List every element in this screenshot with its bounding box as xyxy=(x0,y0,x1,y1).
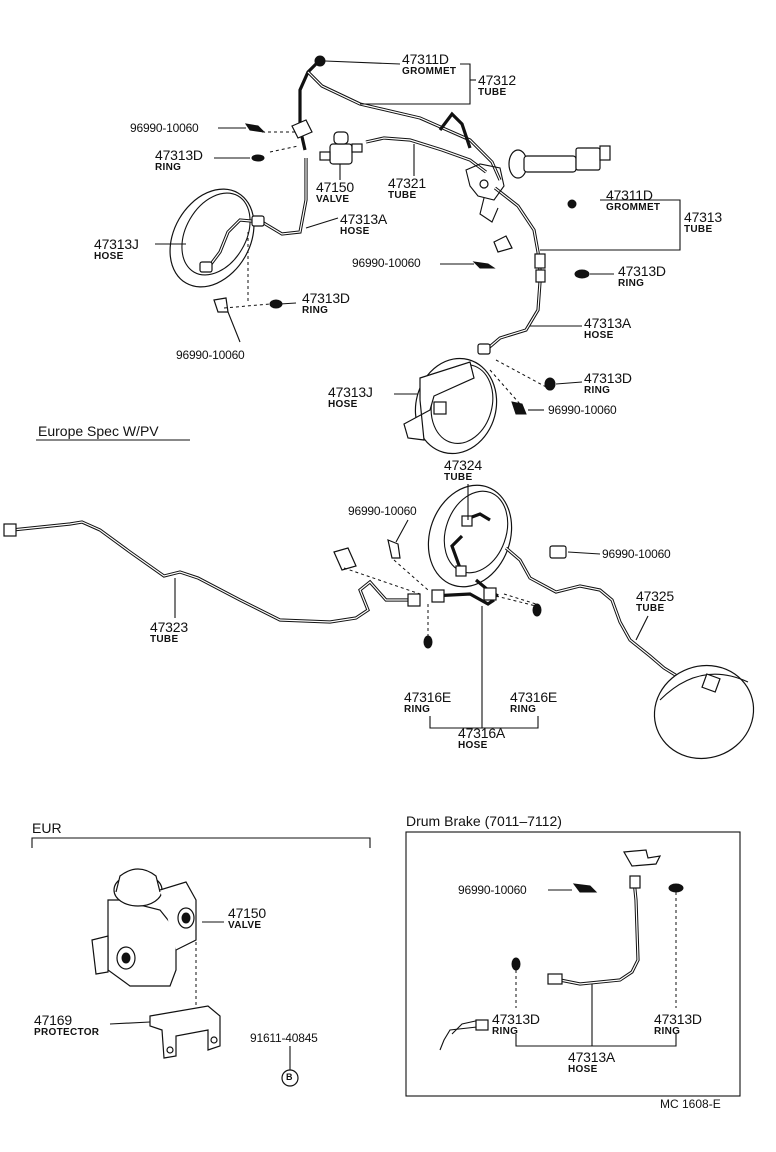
part-name: HOSE xyxy=(328,399,358,410)
part-name: RING xyxy=(404,704,431,715)
part-name: RING xyxy=(510,704,537,715)
part-name: RING xyxy=(302,305,329,316)
part-number: 47313D xyxy=(492,1011,540,1027)
eur-valve-section xyxy=(31,837,371,1087)
part-number: 47313 xyxy=(684,209,722,225)
part-name: GROMMET xyxy=(606,202,661,213)
drum-brake-section xyxy=(405,831,741,1097)
part-number: 47313D xyxy=(584,370,632,386)
rear-right-disc xyxy=(653,664,755,760)
part-name: VALVE xyxy=(316,194,350,205)
left-front-disc xyxy=(169,188,265,313)
part-number: 47313D xyxy=(302,290,350,306)
part-number: 47313A xyxy=(568,1049,616,1065)
part-number: 47313J xyxy=(328,384,373,400)
part-number: 47311D xyxy=(606,187,653,203)
part-number: 47150 xyxy=(228,905,266,921)
part-number: 96990-10060 xyxy=(352,256,421,270)
front-brake-lines-assembly xyxy=(155,55,681,455)
part-name: PROTECTOR xyxy=(34,1027,100,1038)
part-number: 47323 xyxy=(150,619,188,635)
section-title-drum-brake: Drum Brake (7011–7112) xyxy=(406,813,562,829)
europe-spec-rear-lines xyxy=(3,439,755,760)
rear-center-disc xyxy=(427,484,513,598)
part-name: VALVE xyxy=(228,920,262,931)
part-name: GROMMET xyxy=(402,66,457,77)
part-name: HOSE xyxy=(458,740,488,751)
part-name: RING xyxy=(584,385,611,396)
part-number: 47313A xyxy=(584,315,632,331)
proportioning-valve xyxy=(319,131,363,180)
drawing-code: MC 1608-E xyxy=(660,1097,721,1111)
part-number: 96990-10060 xyxy=(458,883,527,897)
part-number: 47325 xyxy=(636,588,674,604)
part-number: 47150 xyxy=(316,179,354,195)
part-number: 96990-10060 xyxy=(348,504,417,518)
part-number: 47313D xyxy=(155,147,203,163)
part-name: RING xyxy=(492,1026,519,1037)
part-number: 47169 xyxy=(34,1012,72,1028)
part-number: 47316E xyxy=(404,689,452,705)
part-number: 47316E xyxy=(510,689,558,705)
part-name: HOSE xyxy=(94,251,124,262)
part-number: 96990-10060 xyxy=(548,403,617,417)
right-front-disc xyxy=(403,343,498,455)
part-name: HOSE xyxy=(584,330,614,341)
part-number: 91611-40845 xyxy=(250,1031,318,1045)
valve-47150-detail xyxy=(91,868,197,987)
protector-47169 xyxy=(149,1005,221,1059)
part-name: RING xyxy=(155,162,182,173)
part-number: 47312 xyxy=(478,72,516,88)
part-name: TUBE xyxy=(636,603,665,614)
part-name: RING xyxy=(618,278,645,289)
part-number: 47313D xyxy=(654,1011,702,1027)
part-number: 96990-10060 xyxy=(130,121,199,135)
part-number: 47313A xyxy=(340,211,388,227)
part-number: 96990-10060 xyxy=(602,547,671,561)
part-number: 47321 xyxy=(388,175,426,191)
part-number: 96990-10060 xyxy=(176,348,245,362)
part-name: HOSE xyxy=(568,1064,598,1075)
section-title-europe-spec: Europe Spec W/PV xyxy=(38,423,159,439)
master-cylinder xyxy=(465,145,611,223)
part-number: 47316A xyxy=(458,725,506,741)
part-name: TUBE xyxy=(684,224,713,235)
part-name: HOSE xyxy=(340,226,370,237)
grommet-icon xyxy=(314,55,326,67)
part-name: TUBE xyxy=(444,472,473,483)
section-title-eur: EUR xyxy=(32,820,62,836)
part-name: RING xyxy=(654,1026,681,1037)
bolt-marker-icon xyxy=(281,1069,299,1087)
part-number: 47311D xyxy=(402,51,449,67)
part-number: 47324 xyxy=(444,457,482,473)
part-name: TUBE xyxy=(150,634,179,645)
part-name: TUBE xyxy=(478,87,507,98)
part-number: 47313D xyxy=(618,263,666,279)
part-name: TUBE xyxy=(388,190,417,201)
part-number: 47313J xyxy=(94,236,139,252)
bolt-marker-label: B xyxy=(286,1072,293,1082)
